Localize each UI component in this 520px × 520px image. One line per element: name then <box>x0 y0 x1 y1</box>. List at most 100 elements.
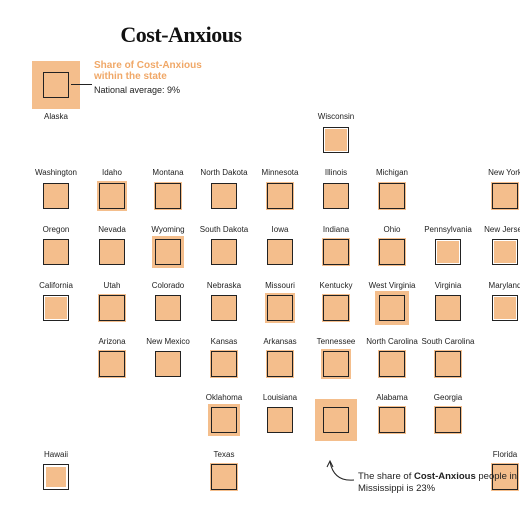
state-fill-wyoming <box>152 236 184 268</box>
state-frame-wisconsin <box>323 127 349 153</box>
state-frame-florida <box>492 464 518 490</box>
state-fill-maryland <box>493 296 517 320</box>
state-label-alabama: Alabama <box>376 393 408 402</box>
legend-share-label: Share of Cost-Anxious within the state <box>94 60 202 82</box>
state-fill-mississippi <box>315 399 357 441</box>
state-frame-new-jersey <box>492 239 518 265</box>
state-label-new-mexico: New Mexico <box>146 337 190 346</box>
state-fill-georgia <box>433 405 463 435</box>
annotation-highlight: Cost-Anxious <box>413 471 476 482</box>
state-frame-montana <box>155 183 181 209</box>
state-fill-alabama <box>378 406 406 434</box>
state-frame-iowa <box>267 239 293 265</box>
state-frame-california <box>43 295 69 321</box>
state-frame-alaska <box>43 72 69 98</box>
state-fill-texas <box>209 462 239 492</box>
state-fill-tennessee <box>320 348 351 379</box>
state-fill-florida <box>491 463 519 491</box>
state-fill-oregon <box>42 238 70 266</box>
state-fill-arkansas <box>265 349 295 379</box>
state-fill-pennsylvania <box>436 240 460 264</box>
state-fill-north-dakota <box>211 183 237 209</box>
state-frame-louisiana <box>267 407 293 433</box>
state-fill-kentucky <box>321 293 351 323</box>
state-frame-oregon <box>43 239 69 265</box>
state-label-kentucky: Kentucky <box>319 281 353 290</box>
state-frame-nebraska <box>211 295 237 321</box>
state-label-nevada: Nevada <box>98 225 126 234</box>
state-fill-montana <box>154 182 182 210</box>
state-frame-idaho <box>99 183 125 209</box>
state-frame-minnesota <box>267 183 293 209</box>
state-frame-arizona <box>99 351 125 377</box>
state-label-north-carolina: North Carolina <box>366 337 418 346</box>
state-frame-virginia <box>435 295 461 321</box>
state-label-new-york: New York <box>488 168 520 177</box>
state-frame-wyoming <box>155 239 181 265</box>
state-frame-ohio <box>379 239 405 265</box>
state-frame-kentucky <box>323 295 349 321</box>
state-fill-hawaii <box>45 466 67 488</box>
state-label-south-dakota: South Dakota <box>199 225 249 234</box>
state-label-nebraska: Nebraska <box>206 281 242 290</box>
state-frame-illinois <box>323 183 349 209</box>
state-label-florida: Florida <box>492 450 518 459</box>
state-label-arkansas: Arkansas <box>263 337 297 346</box>
state-label-colorado: Colorado <box>151 281 185 290</box>
state-label-wyoming: Wyoming <box>151 225 185 234</box>
state-label-california: California <box>39 281 73 290</box>
state-label-kansas: Kansas <box>210 337 238 346</box>
state-fill-utah <box>97 293 127 323</box>
state-fill-iowa <box>266 238 294 266</box>
annotation-middle: people in Mississippi is <box>358 471 517 494</box>
state-frame-georgia <box>435 407 461 433</box>
annotation-prefix: The share of <box>358 471 414 482</box>
state-label-washington: Washington <box>35 168 77 177</box>
state-frame-maryland <box>492 295 518 321</box>
state-label-texas: Texas <box>213 450 235 459</box>
state-label-louisiana: Louisiana <box>262 393 298 402</box>
state-frame-north-dakota <box>211 183 237 209</box>
state-label-wisconsin: Wisconsin <box>317 112 355 121</box>
state-fill-nebraska <box>211 295 237 321</box>
state-frame-west-virginia <box>379 295 405 321</box>
state-frame-kansas <box>211 351 237 377</box>
state-fill-louisiana <box>267 407 293 433</box>
state-fill-colorado <box>155 295 181 321</box>
state-frame-pennsylvania <box>435 239 461 265</box>
state-fill-wisconsin <box>324 128 348 152</box>
state-label-west-virginia: West Virginia <box>368 281 416 290</box>
state-frame-south-carolina <box>435 351 461 377</box>
state-fill-oklahoma <box>208 404 240 436</box>
state-label-ohio: Ohio <box>383 225 401 234</box>
state-fill-washington <box>43 183 69 209</box>
state-fill-south-carolina <box>433 349 463 379</box>
state-label-missouri: Missouri <box>265 281 295 290</box>
state-fill-ohio <box>378 238 406 266</box>
state-fill-idaho <box>96 180 127 211</box>
state-frame-mississippi <box>323 407 349 433</box>
state-frame-utah <box>99 295 125 321</box>
state-frame-new-york <box>492 183 518 209</box>
state-frame-michigan <box>379 183 405 209</box>
state-label-minnesota: Minnesota <box>261 168 299 177</box>
state-fill-kansas <box>210 350 238 378</box>
state-fill-indiana <box>322 238 350 266</box>
state-label-michigan: Michigan <box>375 168 409 177</box>
state-frame-new-mexico <box>155 351 181 377</box>
state-label-georgia: Georgia <box>433 393 463 402</box>
mississippi-annotation: The share of Cost-Anxious people in Miss… <box>358 471 518 495</box>
state-frame-nevada <box>99 239 125 265</box>
state-label-indiana: Indiana <box>322 225 350 234</box>
state-fill-california <box>44 296 68 320</box>
state-frame-arkansas <box>267 351 293 377</box>
state-fill-west-virginia <box>375 291 409 325</box>
state-frame-tennessee <box>323 351 349 377</box>
state-label-illinois: Illinois <box>324 168 348 177</box>
state-label-virginia: Virginia <box>434 281 462 290</box>
state-label-oregon: Oregon <box>42 225 70 234</box>
state-label-maryland: Maryland <box>488 281 520 290</box>
state-frame-alabama <box>379 407 405 433</box>
state-label-montana: Montana <box>152 168 184 177</box>
state-frame-north-carolina <box>379 351 405 377</box>
